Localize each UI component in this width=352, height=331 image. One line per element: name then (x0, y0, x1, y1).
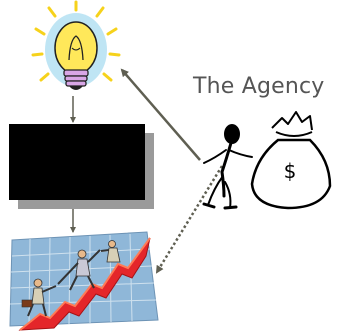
arrow-agency-to-bulb (120, 68, 201, 161)
agency-label: The Agency (193, 74, 325, 99)
dotted-arrow-agency-to-chart (155, 165, 224, 274)
money-bag-icon: $ (250, 111, 332, 210)
dollar-sign: $ (284, 159, 297, 183)
stick-figure-icon (202, 124, 253, 210)
lightbulb-icon (31, 0, 121, 90)
black-box (9, 124, 145, 200)
business-growth-icon (9, 231, 159, 331)
